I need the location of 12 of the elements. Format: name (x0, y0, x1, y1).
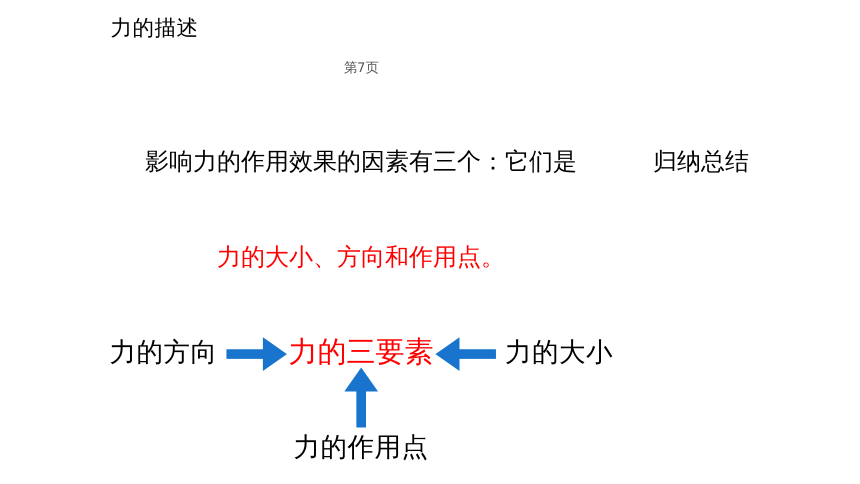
label: 影响力的作用效果的因素有三个：它们是 (144, 148, 577, 176)
node-text: 力的作用点 (293, 432, 428, 464)
node-text: 力的大小 (504, 336, 612, 368)
diagram-title: 力的描述 (110, 16, 198, 42)
node-text: 力的三要素 (288, 336, 434, 369)
arrow (434, 337, 496, 371)
label: 第7页 (343, 60, 378, 76)
arrow (344, 367, 378, 428)
node-text: 力的方向 (109, 336, 218, 368)
label: 归纳总结 (652, 148, 749, 176)
arrow (226, 337, 286, 371)
label: 力的大小、方向和作用点。 (216, 242, 505, 271)
